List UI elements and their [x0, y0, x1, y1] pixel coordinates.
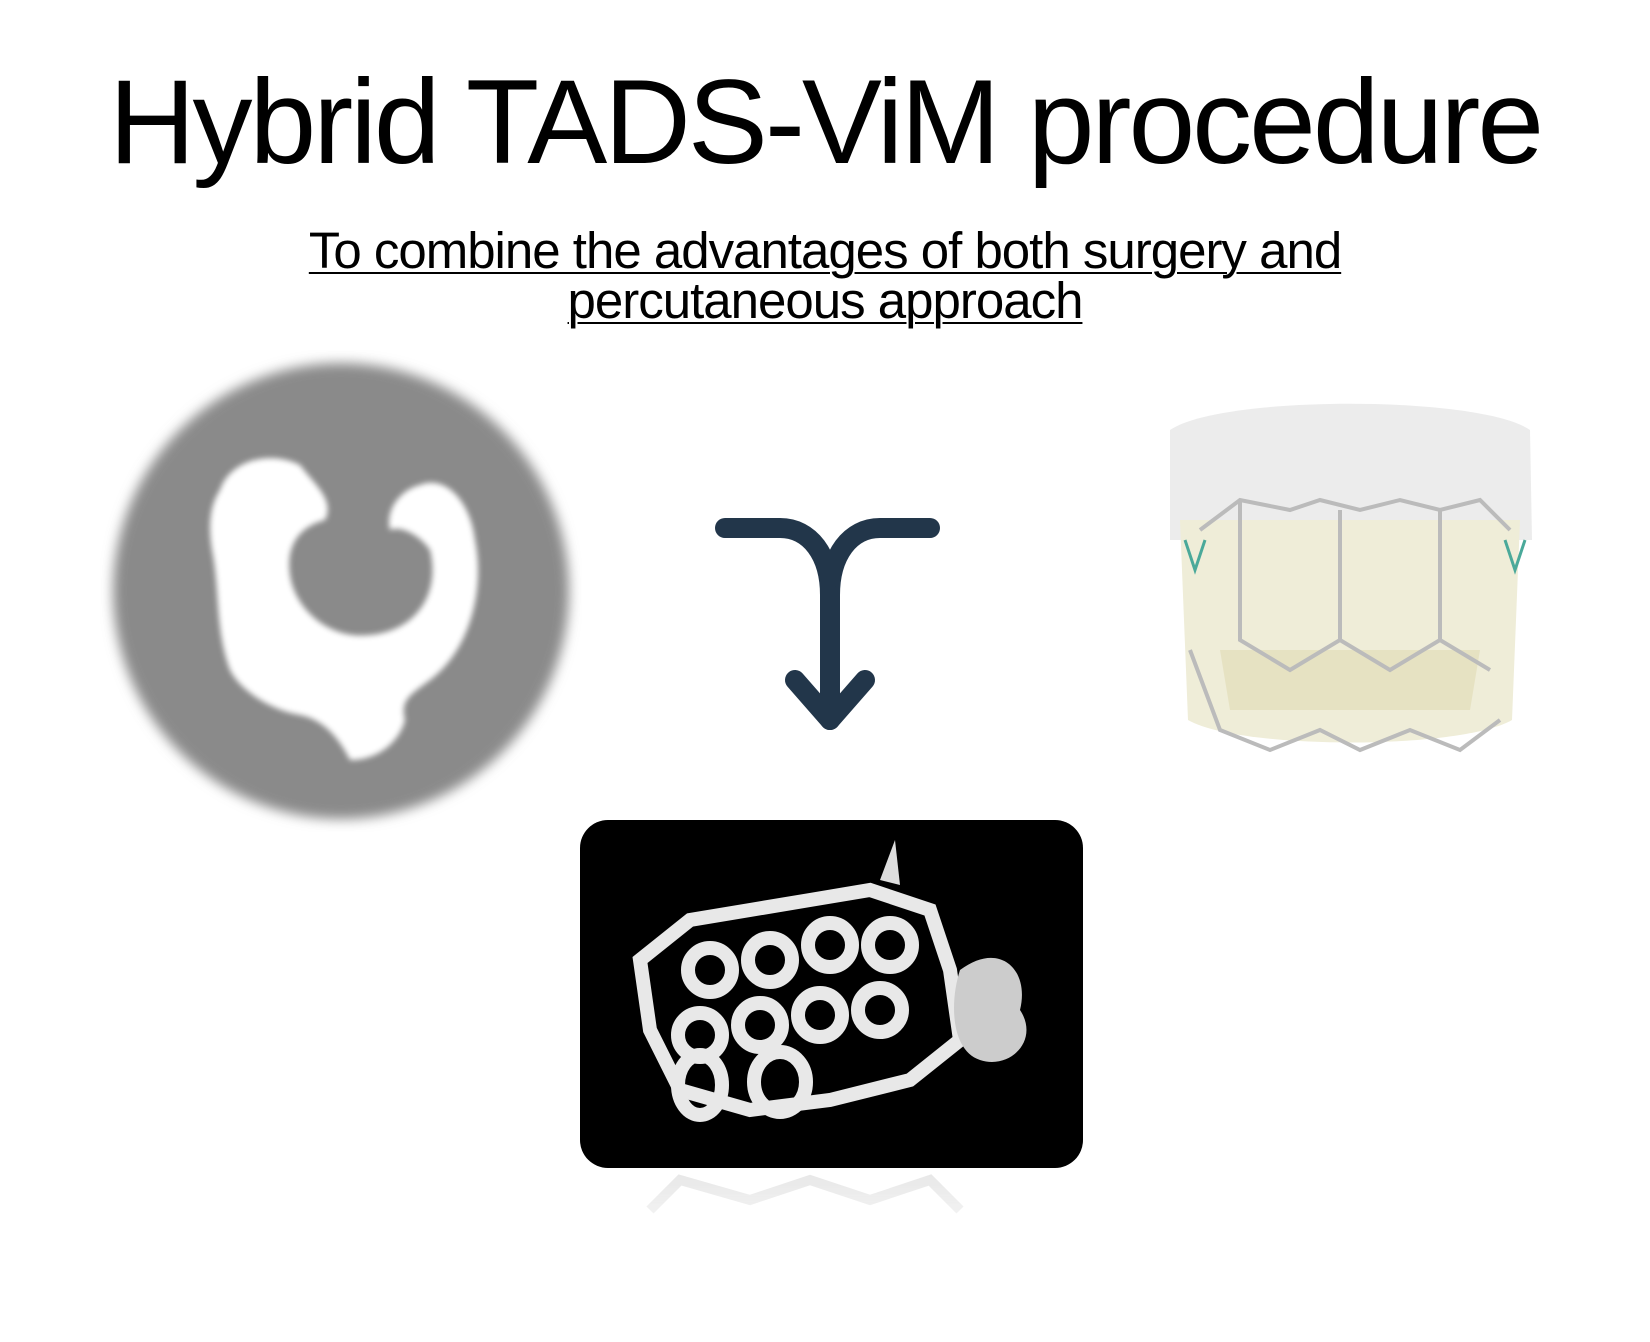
scan-reflection	[580, 1170, 1083, 1270]
slide-subtitle: To combine the advantages of both surger…	[0, 222, 1650, 329]
3d-reconstruction-image	[580, 820, 1083, 1168]
valve-frame-render-icon	[632, 840, 1027, 1122]
subtitle-line-1: To combine the advantages of both surger…	[308, 222, 1342, 279]
subtitle-line-2: percutaneous approach	[567, 272, 1084, 329]
ct-scan-image	[113, 363, 569, 819]
merge-arrow-icon	[715, 518, 940, 730]
transcatheter-valve-image	[1170, 403, 1532, 753]
slide-title: Hybrid TADS-ViM procedure	[108, 55, 1544, 189]
reflection-icon	[646, 1174, 964, 1214]
